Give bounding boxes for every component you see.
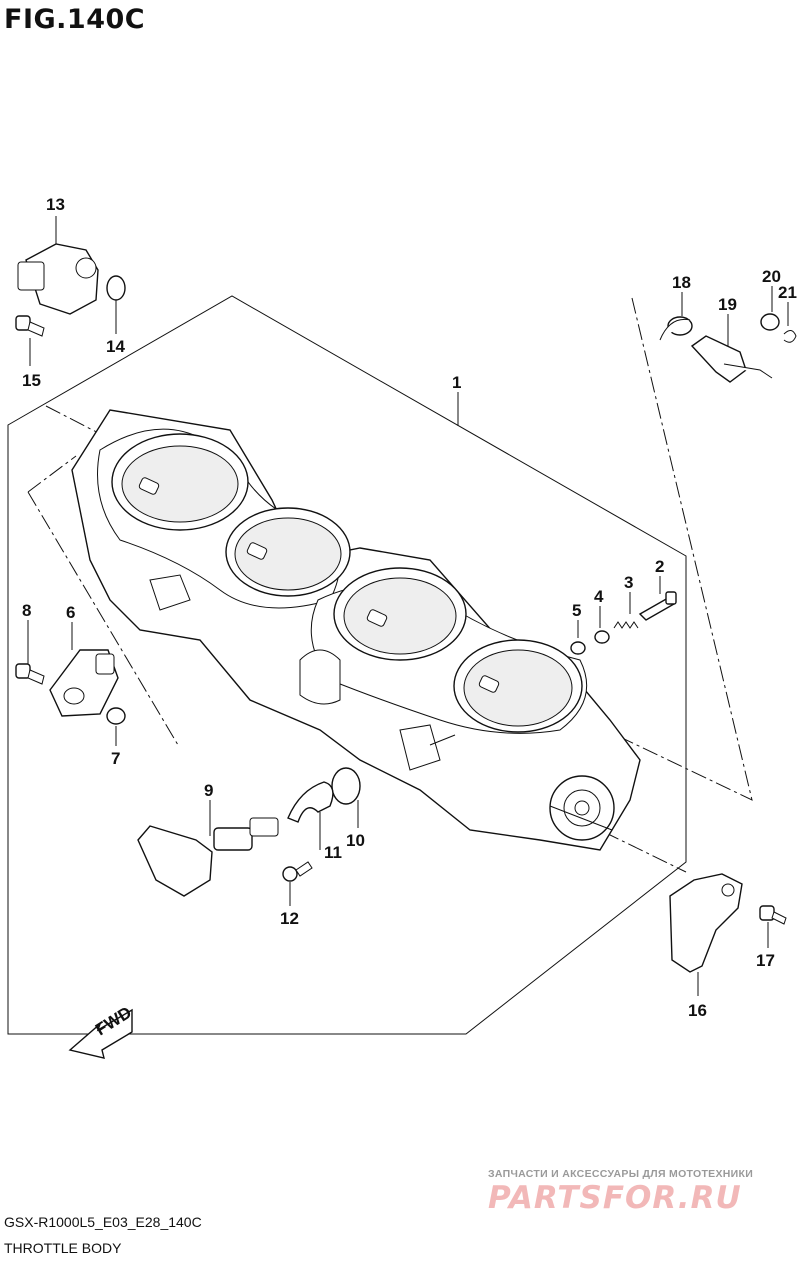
- part-3-spring: [613, 592, 639, 629]
- callout-2: 2: [655, 557, 664, 576]
- fwd-arrow: FWD: [68, 1003, 135, 1059]
- reference-line-bottom: [603, 831, 687, 873]
- part-15-bolt: [15, 315, 45, 366]
- part-19-lever: [690, 314, 773, 383]
- part-11-clip: [287, 781, 334, 850]
- part-9-sensor: [137, 800, 279, 897]
- watermark-logo: PARTSFOR.RU: [488, 1180, 742, 1216]
- part-20-washer: [760, 286, 780, 331]
- part-5-o-ring: [570, 620, 586, 655]
- part-6-sensor: [49, 622, 119, 717]
- reference-line-left: [27, 455, 179, 746]
- part-17-bolt: [759, 905, 787, 948]
- part-2-screw: [638, 576, 677, 621]
- callout-12: 12: [280, 909, 299, 928]
- callout-7: 7: [111, 749, 120, 768]
- part-8-bolt: [15, 620, 45, 685]
- part-13-sensor: [17, 216, 99, 315]
- part-12-screw: [282, 861, 313, 906]
- callout-9: 9: [204, 781, 213, 800]
- reference-line-right: [617, 297, 753, 801]
- part-21-e-clip: [783, 302, 797, 343]
- callout-20: 20: [762, 267, 781, 286]
- callout-19: 19: [718, 295, 737, 314]
- part-16-bracket: [669, 873, 743, 996]
- callout-6: 6: [66, 603, 75, 622]
- callout-11: 11: [324, 843, 342, 862]
- callout-3: 3: [624, 573, 633, 592]
- callout-15: 15: [22, 371, 41, 390]
- model-code: GSX-R1000L5_E03_E28_140C: [4, 1214, 202, 1230]
- watermark-tagline: ЗАПЧАСТИ И АКСЕССУАРЫ ДЛЯ МОТОТЕХНИКИ: [488, 1168, 754, 1180]
- throttle-body-illustration: [71, 409, 641, 851]
- callout-1: 1: [452, 373, 461, 392]
- callout-14: 14: [106, 337, 125, 356]
- figure-title: FIG.140C: [4, 4, 146, 35]
- callout-18: 18: [672, 273, 691, 292]
- callout-8: 8: [22, 601, 31, 620]
- part-18-spring: [659, 292, 693, 341]
- callout-17: 17: [756, 951, 775, 970]
- assembly-outline: [7, 295, 687, 1035]
- callout-16: 16: [688, 1001, 707, 1020]
- callout-4: 4: [594, 587, 604, 606]
- part-7-o-ring: [106, 707, 126, 746]
- diagram-subtitle: THROTTLE BODY: [4, 1240, 122, 1256]
- part-14-o-ring: [106, 275, 126, 334]
- part-4-washer: [594, 606, 610, 644]
- callout-10: 10: [346, 831, 365, 850]
- callout-21: 21: [778, 283, 797, 302]
- callout-13: 13: [46, 195, 65, 214]
- callout-5: 5: [572, 601, 581, 620]
- part-10-o-ring: [331, 767, 361, 828]
